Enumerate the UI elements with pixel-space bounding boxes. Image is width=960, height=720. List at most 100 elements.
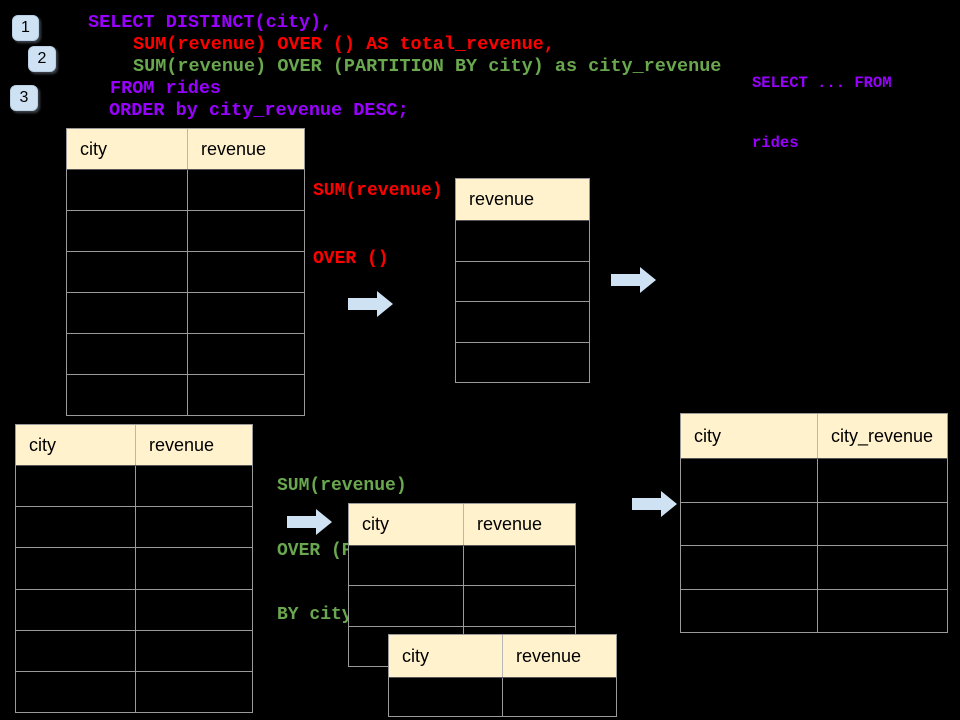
table-cell xyxy=(818,546,947,589)
table-row xyxy=(16,466,252,508)
table-cell xyxy=(188,293,304,333)
table-cell xyxy=(136,672,252,712)
table-final-result: city city_revenue xyxy=(680,413,948,633)
step-badge-1: 1 xyxy=(12,15,39,41)
table-header: city revenue xyxy=(389,635,616,678)
table-row xyxy=(67,375,304,415)
table-row xyxy=(349,586,575,627)
sql-line-partition: SUM(revenue) OVER (PARTITION BY city) as… xyxy=(133,56,722,77)
column-header-revenue: revenue xyxy=(516,645,582,666)
table-row xyxy=(16,589,252,631)
column-header-revenue: revenue xyxy=(477,514,543,534)
annotation-total-window: SUM(revenue) OVER () xyxy=(313,135,443,315)
table-cell xyxy=(681,589,818,632)
table-cell xyxy=(16,507,136,548)
table-cell xyxy=(456,343,589,383)
table-row xyxy=(389,678,616,716)
table-cell xyxy=(136,590,252,630)
table-cell xyxy=(136,631,252,671)
table-row xyxy=(67,334,304,375)
annotation-partition-line1: SUM(revenue) xyxy=(277,476,407,496)
table-partition-overlay: city revenue xyxy=(388,634,617,717)
table-cell xyxy=(67,252,188,292)
column-header-city: city xyxy=(67,129,188,169)
table-cell xyxy=(456,221,589,261)
step-badge-3: 3 xyxy=(10,85,38,111)
table-row xyxy=(16,507,252,549)
table-cell xyxy=(464,546,575,585)
table-cell xyxy=(67,293,188,333)
table-rides-source-bottom: city revenue xyxy=(15,424,253,713)
table-header: city city_revenue xyxy=(681,414,947,459)
table-row xyxy=(681,589,947,633)
arrow-right-icon xyxy=(611,267,656,293)
table-cell xyxy=(67,211,188,251)
column-header-city-revenue: city_revenue xyxy=(831,425,934,446)
table-cell xyxy=(503,678,616,716)
table-cell xyxy=(16,589,136,630)
table-cell xyxy=(188,252,304,292)
table-row xyxy=(681,459,947,503)
table-row xyxy=(681,502,947,546)
table-cell xyxy=(349,546,464,586)
arrow-right-icon xyxy=(287,509,332,535)
annotation-total-line2: OVER () xyxy=(313,248,389,269)
table-row xyxy=(681,546,947,590)
table-row xyxy=(456,302,589,343)
annotation-total-line1: SUM(revenue) xyxy=(313,181,443,201)
table-cell xyxy=(67,334,188,374)
table-row xyxy=(16,630,252,672)
table-cell xyxy=(818,459,947,502)
table-cell xyxy=(456,262,589,302)
table-cell xyxy=(456,302,589,342)
table-header: city revenue xyxy=(67,129,304,170)
table-cell xyxy=(16,548,136,589)
column-header-revenue: revenue xyxy=(469,189,535,209)
table-cell xyxy=(136,466,252,506)
table-row xyxy=(67,293,304,334)
table-header: city revenue xyxy=(349,504,575,546)
step-badge-3-label: 3 xyxy=(19,89,29,106)
arrow-right-icon xyxy=(348,291,393,317)
table-cell xyxy=(188,170,304,210)
table-cell xyxy=(818,503,947,546)
arrow-right-icon xyxy=(632,491,677,517)
table-cell xyxy=(67,375,188,415)
table-cell xyxy=(681,502,818,545)
table-row xyxy=(349,546,575,587)
table-cell xyxy=(188,375,304,415)
table-cell xyxy=(67,170,188,210)
table-row xyxy=(456,262,589,302)
table-cell xyxy=(464,586,575,625)
subquery-note-line2: rides xyxy=(752,134,799,152)
table-total-revenue-result: revenue xyxy=(455,178,590,383)
column-header-city: city xyxy=(389,635,503,677)
column-header-city: city xyxy=(16,425,136,465)
table-cell xyxy=(136,507,252,547)
table-header: revenue xyxy=(456,179,589,221)
table-row xyxy=(67,170,304,211)
table-cell xyxy=(16,630,136,671)
subquery-note-line1: SELECT ... FROM xyxy=(752,74,892,92)
table-row xyxy=(456,343,589,383)
table-rides-source-top: city revenue xyxy=(66,128,305,416)
table-cell xyxy=(188,334,304,374)
column-header-revenue: revenue xyxy=(201,138,267,159)
table-cell xyxy=(681,459,818,502)
table-row xyxy=(456,221,589,262)
sql-line-total-revenue: SUM(revenue) OVER () AS total_revenue, xyxy=(133,34,555,55)
table-cell xyxy=(16,671,136,713)
table-row xyxy=(67,211,304,252)
table-cell xyxy=(16,466,136,507)
table-row xyxy=(67,252,304,293)
table-cell xyxy=(136,548,252,588)
table-row xyxy=(16,548,252,590)
table-cell xyxy=(681,546,818,589)
table-row xyxy=(16,671,252,713)
table-cell xyxy=(818,590,947,633)
sql-line-select: SELECT DISTINCT(city), xyxy=(88,12,333,33)
column-header-revenue: revenue xyxy=(149,434,215,455)
subquery-note: SELECT ... FROM rides xyxy=(752,33,892,193)
table-cell xyxy=(389,678,503,716)
